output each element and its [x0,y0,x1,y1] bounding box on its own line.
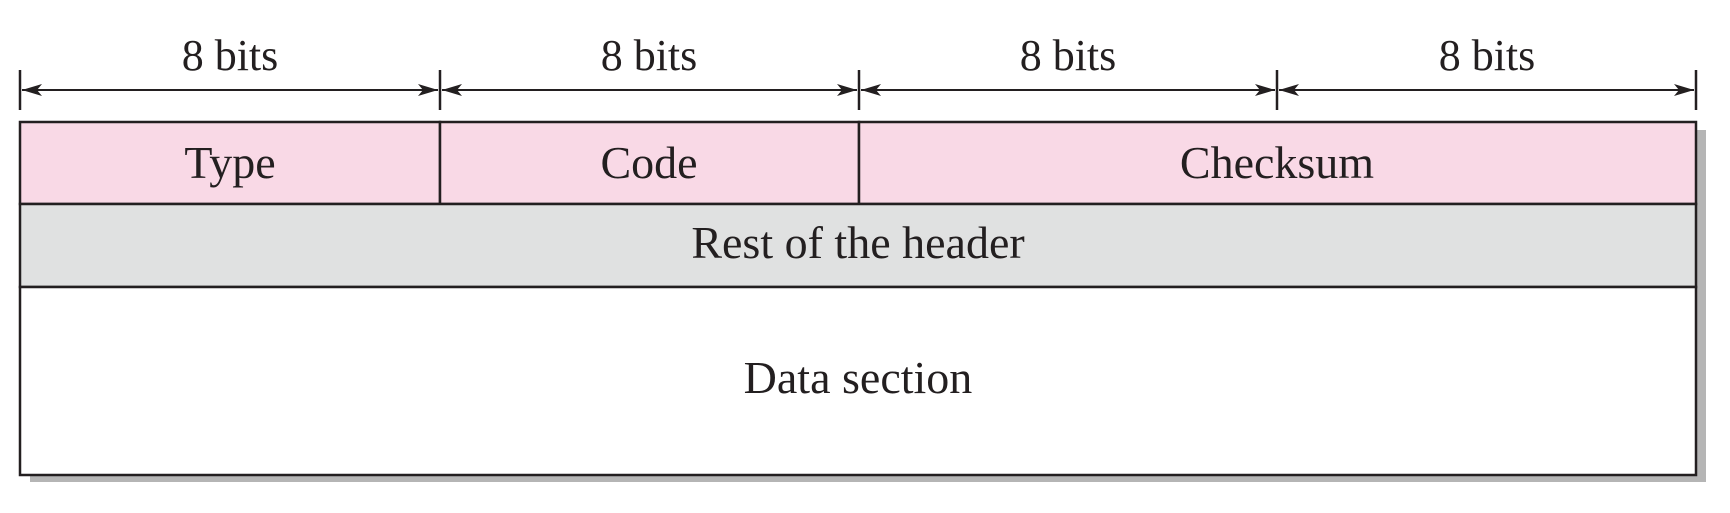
bit-width-label: 8 bits [182,31,279,80]
bit-width-dimensions: 8 bits 8 bits 8 bits 8 bits [18,31,1698,110]
data-section-field [18,285,1698,477]
checksum-field [857,120,1698,206]
bit-width-label: 8 bits [1439,31,1536,80]
rest-of-header-label: Rest of the header [691,217,1024,268]
data-section-label: Data section [744,352,973,403]
type-label: Type [184,137,275,188]
bit-width-label: 8 bits [1020,31,1117,80]
bit-width-label: 8 bits [601,31,698,80]
type-field [18,120,442,206]
code-label: Code [600,137,697,188]
checksum-label: Checksum [1180,137,1374,188]
code-field [438,120,861,206]
